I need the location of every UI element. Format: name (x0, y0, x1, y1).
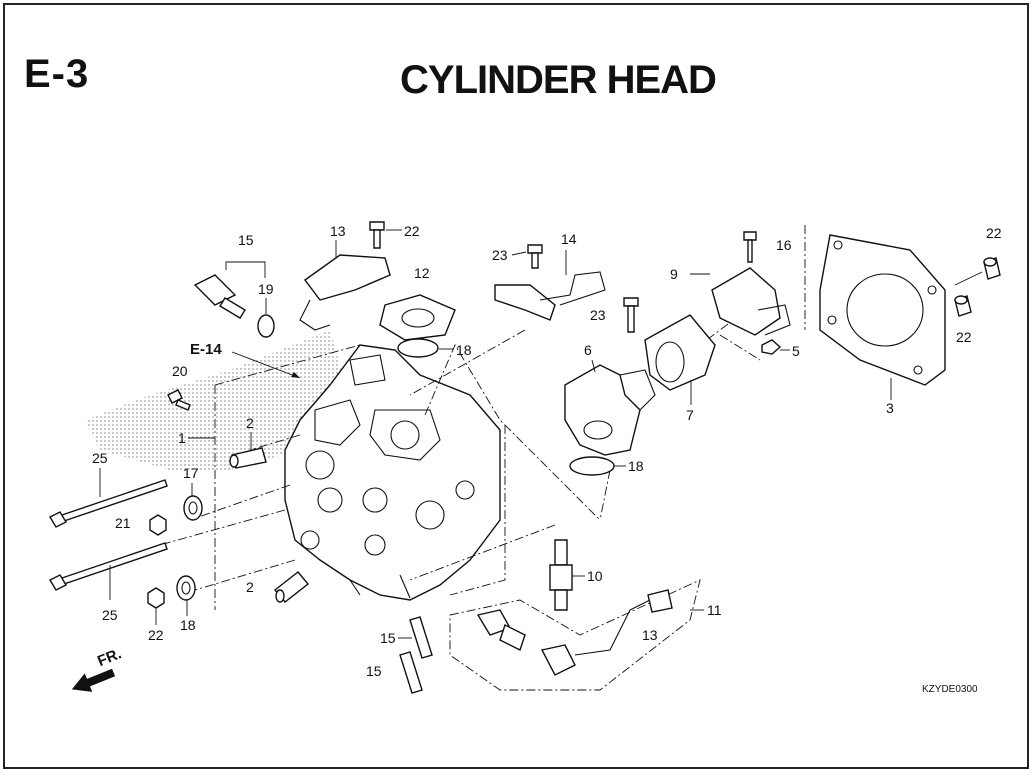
callout-24: 23 (590, 307, 606, 323)
callout-9: 14 (561, 231, 577, 247)
hose-band-part (711, 267, 791, 336)
o-ring-part (397, 338, 439, 358)
callout-18b: 18 (628, 458, 644, 474)
callout-10: 9 (670, 266, 678, 282)
callout-14: 15 (238, 232, 254, 248)
diagram-frame (3, 3, 1029, 769)
callout-20: 20 (172, 363, 188, 379)
pipe-bracket-part (494, 271, 606, 321)
callout-25b: 25 (102, 607, 118, 623)
dotted-shading-area (85, 330, 350, 470)
front-direction-label: FR. (95, 645, 124, 670)
callout-22b: 22 (956, 329, 972, 345)
callout-2a: 2 (246, 415, 254, 431)
callout-5: 6 (584, 342, 592, 358)
valve-guide-part (274, 571, 309, 603)
callout-22a: 22 (986, 225, 1002, 241)
spark-plug-part (549, 539, 573, 611)
reference-line (409, 524, 556, 581)
callout-11: 10 (587, 568, 603, 584)
intake-pipe-part (564, 364, 656, 456)
o-ring-part (257, 314, 275, 338)
callout-16: 16 (776, 237, 792, 253)
nut-part (149, 514, 167, 536)
callout-15b: 15 (366, 663, 382, 679)
callout-21a: 21 (115, 515, 131, 531)
callout-12: 11 (707, 602, 722, 618)
callout-3: 3 (886, 400, 894, 416)
callout-17a: 17 (183, 465, 199, 481)
reference-line (159, 434, 301, 591)
callout-7: 12 (414, 265, 430, 281)
reference-line (424, 344, 601, 521)
stud-bolt-part (49, 479, 168, 528)
insulator-part (379, 294, 456, 341)
valve-guide-part (229, 447, 267, 469)
callout-2b: 2 (246, 579, 254, 595)
callout-13: 13 (642, 627, 658, 643)
callout-4: 5 (792, 343, 800, 359)
bolt-part (743, 231, 757, 263)
callout-18a: 18 (456, 342, 472, 358)
stud-bolt-part (49, 542, 168, 591)
dowel-pin-part (983, 257, 1001, 280)
hose-bracket-part (299, 254, 391, 331)
dowel-pin-part (954, 295, 972, 317)
reference-label: E-14 (190, 341, 222, 358)
o-ring-part (569, 456, 615, 476)
valve-seal-part (183, 495, 203, 521)
nut-part (147, 587, 165, 609)
bolt-part (167, 389, 191, 411)
oxygen-sensor-part (476, 589, 673, 676)
front-arrow-icon (71, 668, 116, 692)
callout-23a: 22 (404, 223, 420, 239)
cylinder-head-gasket-part (819, 234, 946, 386)
callout-23b: 23 (492, 247, 508, 263)
drawing-code: KZYDE0300 (922, 684, 978, 695)
stud-bolt-part (409, 616, 433, 659)
callout-1: 1 (178, 430, 186, 446)
callout-19: 19 (258, 281, 274, 297)
callout-8: 13 (330, 223, 346, 239)
reference-line (214, 344, 361, 386)
callout-6: 7 (686, 407, 694, 423)
callout-21b: 22 (148, 627, 164, 643)
valve-seal-part (176, 575, 196, 601)
nut-part (761, 339, 782, 355)
reference-arrow-icon (291, 372, 300, 378)
diagram-title: CYLINDER HEAD (400, 58, 717, 102)
reference-line (679, 299, 761, 361)
reference-line (599, 469, 611, 521)
callout-17b: 18 (180, 617, 196, 633)
flange-bolt-part (623, 297, 639, 333)
flange-bolt-part (527, 244, 543, 269)
cylinder-head-part (284, 344, 501, 601)
flange-bolt-part (369, 221, 385, 249)
reference-line (449, 425, 506, 596)
temperature-sensor-part (193, 274, 246, 319)
section-code: E-3 (24, 52, 90, 96)
reference-leader (231, 351, 301, 379)
stud-bolt-part (399, 651, 423, 694)
reference-line (449, 579, 701, 691)
callout-15a: 15 (380, 630, 396, 646)
reference-line (409, 329, 526, 396)
callout-25a: 25 (92, 450, 108, 466)
carburetor-joint-part (644, 314, 716, 391)
